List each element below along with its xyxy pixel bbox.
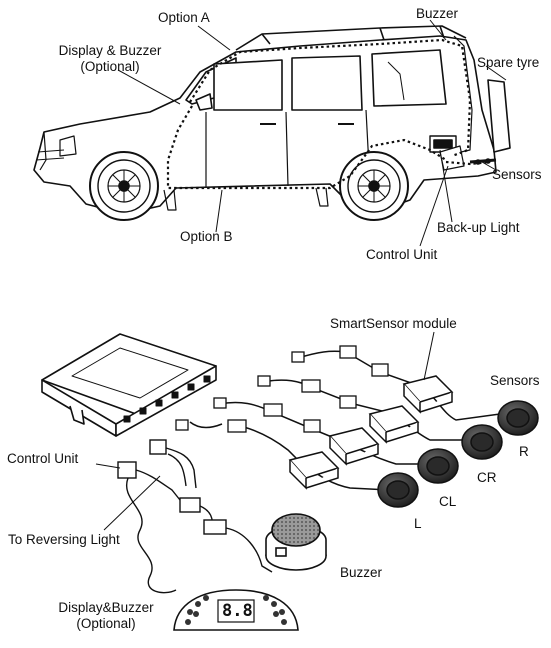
vehicle-leader-lines [117,19,507,247]
side-mirror [195,93,213,111]
label-sensors-top: Sensors [492,167,542,182]
label-option-b: Option B [180,229,233,244]
label-display-buzzer-bottom-line1: Display&Buzzer [58,600,154,615]
rear-window [371,49,447,107]
front-window [213,59,283,111]
label-sensors-bottom: Sensors [490,373,540,388]
display-screen [217,599,255,623]
sensor-l [377,472,419,508]
front-wheel [89,151,159,221]
cable-routes [166,38,491,190]
rear-wheel [339,151,409,221]
sensor-r [497,400,539,436]
middle-window [291,55,363,111]
buzzer-grille [271,513,321,547]
label-sensor-cr: CR [477,470,497,485]
label-option-a: Option A [158,10,210,25]
label-display-buzzer-top-line2: (Optional) [80,59,140,74]
label-control-unit-top: Control Unit [366,247,438,262]
label-display-buzzer-top: Display & Buzzer (Optional) [50,43,170,75]
sensor-cl [417,448,459,484]
spare-tyre [487,79,511,153]
label-buzzer-bottom: Buzzer [340,565,383,580]
display-readout: 8.8 [222,601,253,621]
label-smartsensor-module: SmartSensor module [330,316,457,331]
label-buzzer-top: Buzzer [416,6,459,21]
label-display-buzzer-bottom: Display&Buzzer (Optional) [46,600,166,632]
buzzer-component [265,513,327,571]
label-sensor-l: L [414,516,422,531]
label-display-buzzer-top-line1: Display & Buzzer [58,43,162,58]
power-harness [117,439,273,594]
smartsensor-module-cr [368,405,420,444]
smartsensor-module-r [402,375,454,414]
display-buzzer-unit [173,589,299,631]
smartsensor-modules [288,375,454,490]
option-a-route [189,38,472,158]
label-display-buzzer-bottom-line2: (Optional) [76,616,136,631]
inline-connectors [175,345,389,433]
sensors [377,400,539,508]
control-unit [41,333,217,437]
sensor-cr [461,424,503,460]
smartsensor-module-l [288,451,340,490]
label-control-unit-bottom: Control Unit [7,451,79,466]
label-to-reversing-light: To Reversing Light [8,532,120,547]
label-spare-tyre: Spare tyre [477,55,540,70]
label-sensor-cl: CL [439,494,457,509]
smartsensor-module-cl [328,427,380,466]
component-leader-lines [95,331,435,531]
label-back-up-light: Back-up Light [437,220,520,235]
vehicle-illustration [33,25,511,221]
label-sensor-r: R [519,444,529,459]
